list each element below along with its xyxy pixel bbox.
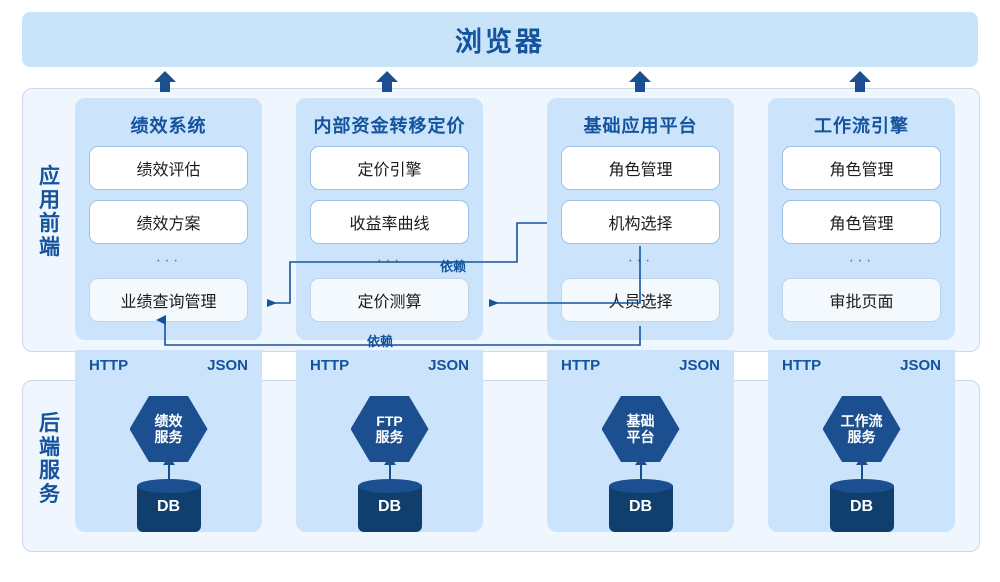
service-name-line2: 服务 bbox=[375, 429, 404, 445]
module-card[interactable]: 角色管理 bbox=[561, 146, 720, 190]
system-column-workflow[interactable]: 工作流引擎 角色管理 角色管理 ··· 审批页面 bbox=[768, 98, 955, 340]
frontend-layer-label: 应用前端 bbox=[39, 165, 61, 259]
database-label: DB bbox=[849, 498, 874, 515]
protocol-response-label: JSON bbox=[900, 356, 941, 374]
system-title: 工作流引擎 bbox=[814, 116, 909, 136]
db-to-service-arrow-icon bbox=[162, 456, 175, 488]
protocol-strip: HTTP JSON bbox=[768, 350, 955, 380]
protocol-request-label: HTTP bbox=[89, 356, 129, 374]
db-to-service-arrow-icon bbox=[855, 456, 868, 488]
module-card[interactable]: 机构选择 bbox=[561, 200, 720, 244]
database-cylinder[interactable]: DB bbox=[357, 479, 422, 532]
backend-column-workflow[interactable]: 工作流 服务 DB bbox=[768, 380, 955, 532]
protocol-request-label: HTTP bbox=[782, 356, 822, 374]
browser-title: 浏览器 bbox=[455, 27, 545, 57]
backend-column-performance[interactable]: 绩效 服务 DB bbox=[75, 380, 262, 532]
protocol-request-label: HTTP bbox=[561, 356, 601, 374]
database-label: DB bbox=[628, 498, 653, 515]
backend-column-platform[interactable]: 基础 平台 DB bbox=[547, 380, 734, 532]
service-hexagon[interactable]: FTP 服务 bbox=[350, 396, 429, 462]
dependency-label: 依赖 bbox=[367, 334, 394, 349]
dependency-label: 依赖 bbox=[440, 259, 467, 274]
protocol-response-label: JSON bbox=[679, 356, 720, 374]
db-to-service-arrow-icon bbox=[634, 456, 647, 488]
backend-layer-label: 后端服务 bbox=[39, 412, 61, 506]
protocol-request-label: HTTP bbox=[310, 356, 350, 374]
ellipsis-indicator: ··· bbox=[627, 250, 654, 269]
browser-bar: 浏览器 bbox=[22, 12, 978, 67]
system-title: 基础应用平台 bbox=[583, 116, 698, 136]
module-card[interactable]: 业绩查询管理 bbox=[89, 278, 248, 322]
service-hexagon[interactable]: 绩效 服务 bbox=[129, 396, 208, 462]
service-name-line1: FTP bbox=[376, 412, 403, 429]
database-label: DB bbox=[377, 498, 402, 515]
ellipsis-indicator: ··· bbox=[848, 250, 875, 269]
module-card[interactable]: 绩效评估 bbox=[89, 146, 248, 190]
module-card[interactable]: 收益率曲线 bbox=[310, 200, 469, 244]
system-column-performance[interactable]: 绩效系统 绩效评估 绩效方案 ··· 业绩查询管理 bbox=[75, 98, 262, 340]
service-hexagon[interactable]: 基础 平台 bbox=[601, 396, 680, 462]
module-card[interactable]: 角色管理 bbox=[782, 146, 941, 190]
module-card[interactable]: 绩效方案 bbox=[89, 200, 248, 244]
service-hexagon[interactable]: 工作流 服务 bbox=[822, 396, 901, 462]
db-to-service-arrow-icon bbox=[383, 456, 396, 488]
module-card[interactable]: 审批页面 bbox=[782, 278, 941, 322]
module-card[interactable]: 人员选择 bbox=[561, 278, 720, 322]
service-name-line1: 绩效 bbox=[154, 412, 183, 429]
database-cylinder[interactable]: DB bbox=[608, 479, 673, 532]
module-card[interactable]: 定价引擎 bbox=[310, 146, 469, 190]
service-name-line2: 平台 bbox=[626, 429, 655, 445]
database-cylinder[interactable]: DB bbox=[829, 479, 894, 532]
service-name-line2: 服务 bbox=[154, 429, 183, 445]
system-title: 绩效系统 bbox=[130, 116, 207, 136]
database-label: DB bbox=[156, 498, 181, 515]
protocol-strip: HTTP JSON bbox=[296, 350, 483, 380]
service-name-line1: 基础 bbox=[626, 412, 655, 429]
system-title: 内部资金转移定价 bbox=[313, 116, 466, 136]
protocol-response-label: JSON bbox=[428, 356, 469, 374]
protocol-response-label: JSON bbox=[207, 356, 248, 374]
service-name-line2: 服务 bbox=[847, 429, 876, 445]
backend-column-ftp[interactable]: FTP 服务 DB bbox=[296, 380, 483, 532]
module-card[interactable]: 角色管理 bbox=[782, 200, 941, 244]
protocol-strip: HTTP JSON bbox=[75, 350, 262, 380]
service-name-line1: 工作流 bbox=[840, 412, 883, 429]
system-column-platform[interactable]: 基础应用平台 角色管理 机构选择 ··· 人员选择 bbox=[547, 98, 734, 340]
system-column-ftp[interactable]: 内部资金转移定价 定价引擎 收益率曲线 ··· 定价测算 bbox=[296, 98, 483, 340]
module-card[interactable]: 定价测算 bbox=[310, 278, 469, 322]
protocol-strip: HTTP JSON bbox=[547, 350, 734, 380]
database-cylinder[interactable]: DB bbox=[136, 479, 201, 532]
ellipsis-indicator: ··· bbox=[155, 250, 182, 269]
